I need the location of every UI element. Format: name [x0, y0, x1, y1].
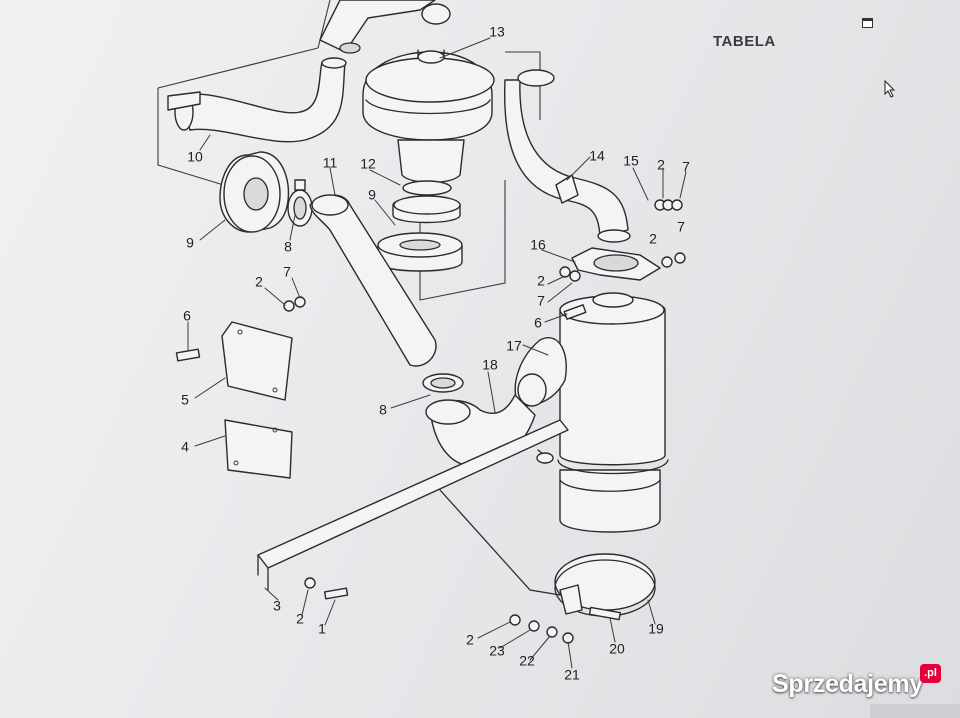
callout-18: 18	[482, 357, 498, 373]
intake-hose-long	[309, 194, 437, 367]
top-inlet-duct	[319, 0, 451, 54]
callout-11: 11	[323, 155, 338, 171]
callout-8-lower: 8	[379, 402, 387, 418]
cover-plates	[221, 321, 293, 479]
fasteners	[175, 199, 686, 644]
callout-13: 13	[489, 24, 505, 40]
callout-5: 5	[181, 392, 189, 408]
callout-6-left: 6	[183, 308, 191, 324]
callout-10: 10	[187, 149, 203, 165]
seal-ring-and-pads	[377, 180, 463, 272]
callout-3: 3	[273, 598, 281, 614]
callout-7-top: 7	[682, 159, 690, 175]
callout-21: 21	[564, 667, 580, 683]
callout-16: 16	[530, 237, 546, 253]
callout-2-bracket-right: 2	[649, 231, 657, 247]
rubber-ring-left	[219, 151, 290, 233]
callout-12: 12	[360, 156, 376, 172]
callout-7-plate: 7	[283, 264, 291, 280]
watermark-logo: Sprzedajemy	[772, 670, 923, 698]
callout-labels: 13 12 9 10 11 9 8 2 7 6 5 4 8 18 17 14 1…	[181, 24, 690, 683]
watermark-badge: .pl	[920, 664, 941, 683]
mounting-bracket	[571, 247, 661, 281]
callout-7-bracket-right: 7	[677, 219, 685, 235]
callout-4: 4	[181, 439, 189, 455]
cyclone-separator	[514, 292, 669, 533]
callout-14: 14	[589, 148, 605, 164]
intake-hose-left	[167, 57, 347, 143]
upper-elbow-pipe	[503, 69, 631, 243]
callout-1: 1	[318, 621, 326, 637]
leader-lines	[187, 37, 687, 669]
callout-23: 23	[489, 643, 505, 659]
callout-7-bracket-left: 7	[537, 293, 545, 309]
callout-6-right: 6	[534, 315, 542, 331]
callout-2-top: 2	[657, 157, 665, 173]
callout-2-rail: 2	[296, 611, 304, 627]
callout-20: 20	[609, 641, 625, 657]
callout-2-bracket-left: 2	[537, 273, 545, 289]
callout-2-plate: 2	[255, 274, 263, 290]
callout-22: 22	[519, 653, 535, 669]
callout-8-upper: 8	[284, 239, 292, 255]
band-clamp	[554, 553, 656, 617]
callout-2-bottom: 2	[466, 632, 474, 648]
support-rail	[257, 419, 569, 596]
mouse-cursor-icon	[884, 80, 896, 98]
hose-clamp-upper	[287, 179, 313, 227]
callout-17: 17	[506, 338, 522, 354]
callout-15: 15	[623, 153, 639, 169]
callout-9-left: 9	[186, 235, 194, 251]
air-filter-housing	[362, 49, 495, 184]
taskbar-strip	[870, 704, 960, 718]
callout-9-center: 9	[368, 187, 376, 203]
callout-19: 19	[648, 621, 664, 637]
window-icon[interactable]	[862, 18, 873, 28]
diagram-title: TABELA	[713, 33, 776, 50]
